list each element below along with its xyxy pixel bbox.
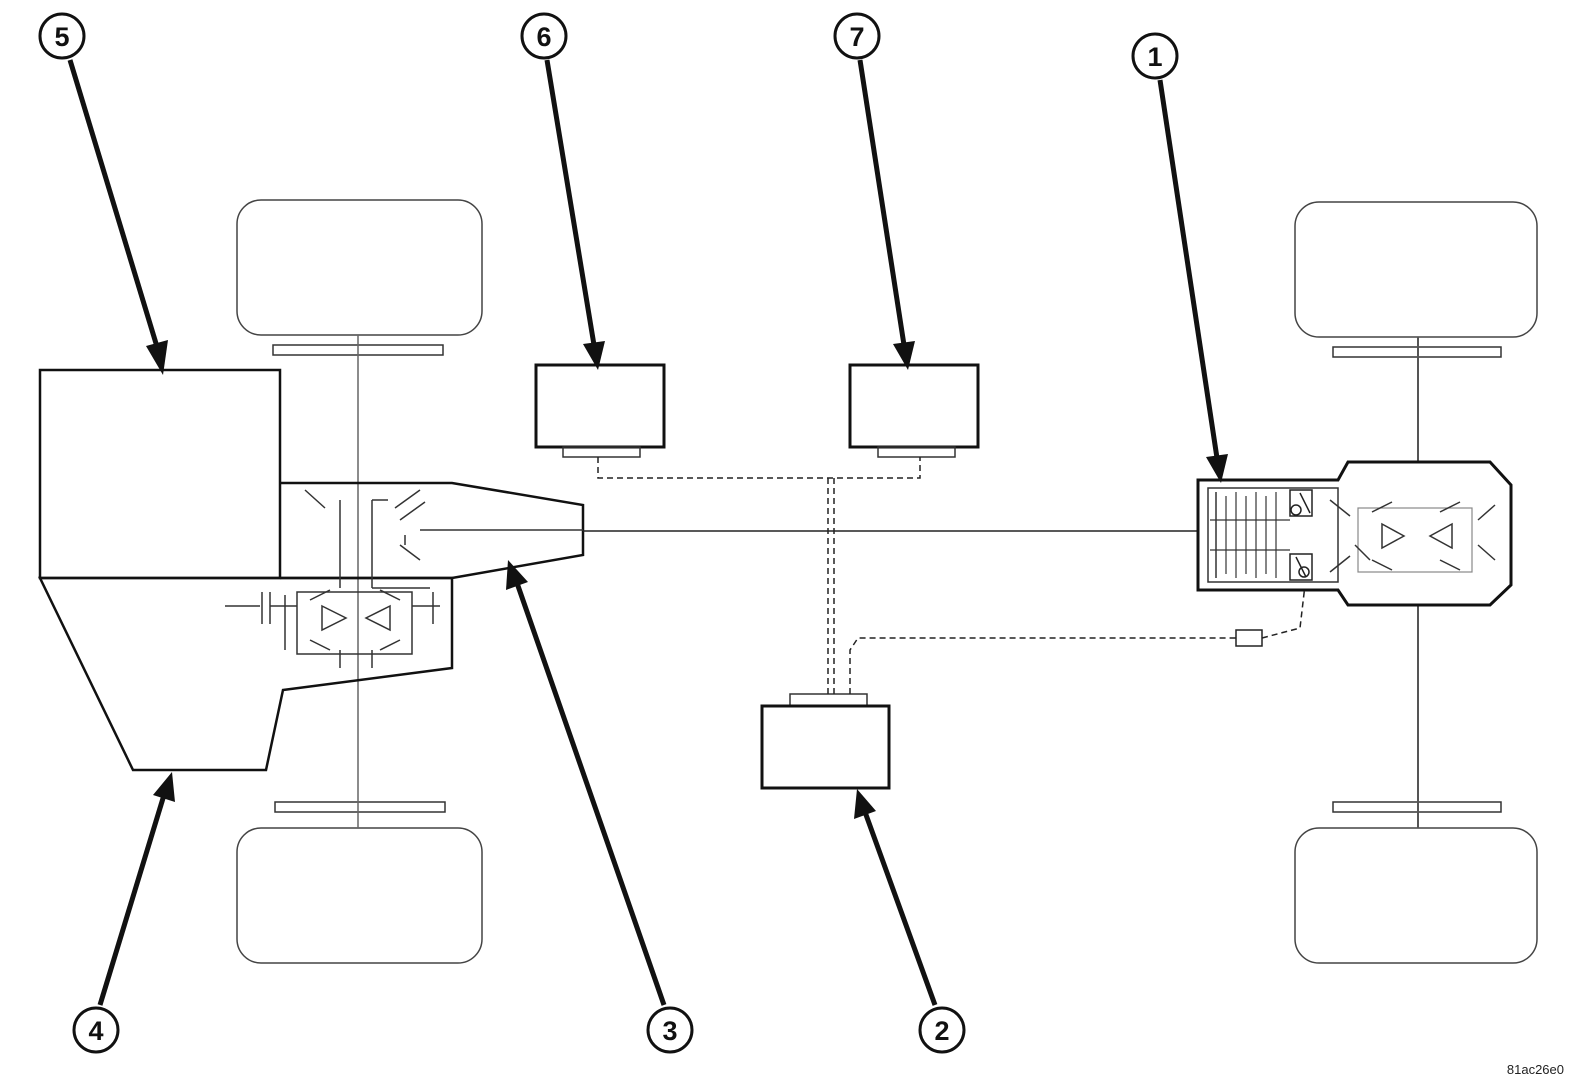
ptu-internal-gears <box>304 489 583 589</box>
arrowhead-5 <box>146 340 168 375</box>
arrowhead-1 <box>1206 454 1228 483</box>
arrow-7 <box>857 59 907 346</box>
svg-text:3: 3 <box>662 1016 677 1046</box>
callout-4: 4 <box>72 1006 120 1054</box>
front-right-brake-rotor <box>274 801 446 813</box>
svg-text:7: 7 <box>849 22 864 52</box>
arrow-5 <box>67 59 161 351</box>
front-right-wheel <box>236 827 483 964</box>
svg-text:1: 1 <box>1147 42 1162 72</box>
arrow-1 <box>1157 79 1220 459</box>
arrow-3 <box>514 582 667 1006</box>
engine-block <box>38 368 282 580</box>
wiring-harness <box>597 457 1306 694</box>
module-7-box <box>848 363 980 458</box>
arrowhead-3 <box>506 560 528 590</box>
control-module-box <box>760 693 891 790</box>
arrow-4 <box>97 794 167 1006</box>
module-6-box <box>534 363 666 458</box>
rear-left-wheel <box>1294 201 1538 338</box>
callout-arrows <box>67 59 1228 1006</box>
arrow-2 <box>862 811 938 1006</box>
svg-text:6: 6 <box>536 22 551 52</box>
callout-6: 6 <box>520 12 568 60</box>
svg-text:4: 4 <box>88 1016 103 1046</box>
rear-drive-module-unit <box>1196 460 1513 607</box>
svg-text:5: 5 <box>54 22 69 52</box>
arrowhead-6 <box>583 341 605 370</box>
front-left-wheel <box>236 199 483 336</box>
rear-right-wheel <box>1294 827 1538 964</box>
callout-3: 3 <box>646 1006 694 1054</box>
front-axle-assembly <box>236 199 483 964</box>
front-differential <box>225 589 440 668</box>
figure-code: 81ac26e0 <box>1506 1062 1564 1077</box>
svg-text:2: 2 <box>934 1016 949 1046</box>
callout-7: 7 <box>833 12 881 60</box>
arrowhead-2 <box>854 789 876 819</box>
arrowhead-7 <box>893 341 915 370</box>
arrowhead-4 <box>153 772 175 802</box>
sensor-connector <box>1235 629 1263 647</box>
callout-1: 1 <box>1131 32 1179 80</box>
rear-axle-assembly <box>1294 201 1538 964</box>
callout-2: 2 <box>918 1006 966 1054</box>
callout-5: 5 <box>38 12 86 60</box>
arrow-6 <box>544 59 597 346</box>
